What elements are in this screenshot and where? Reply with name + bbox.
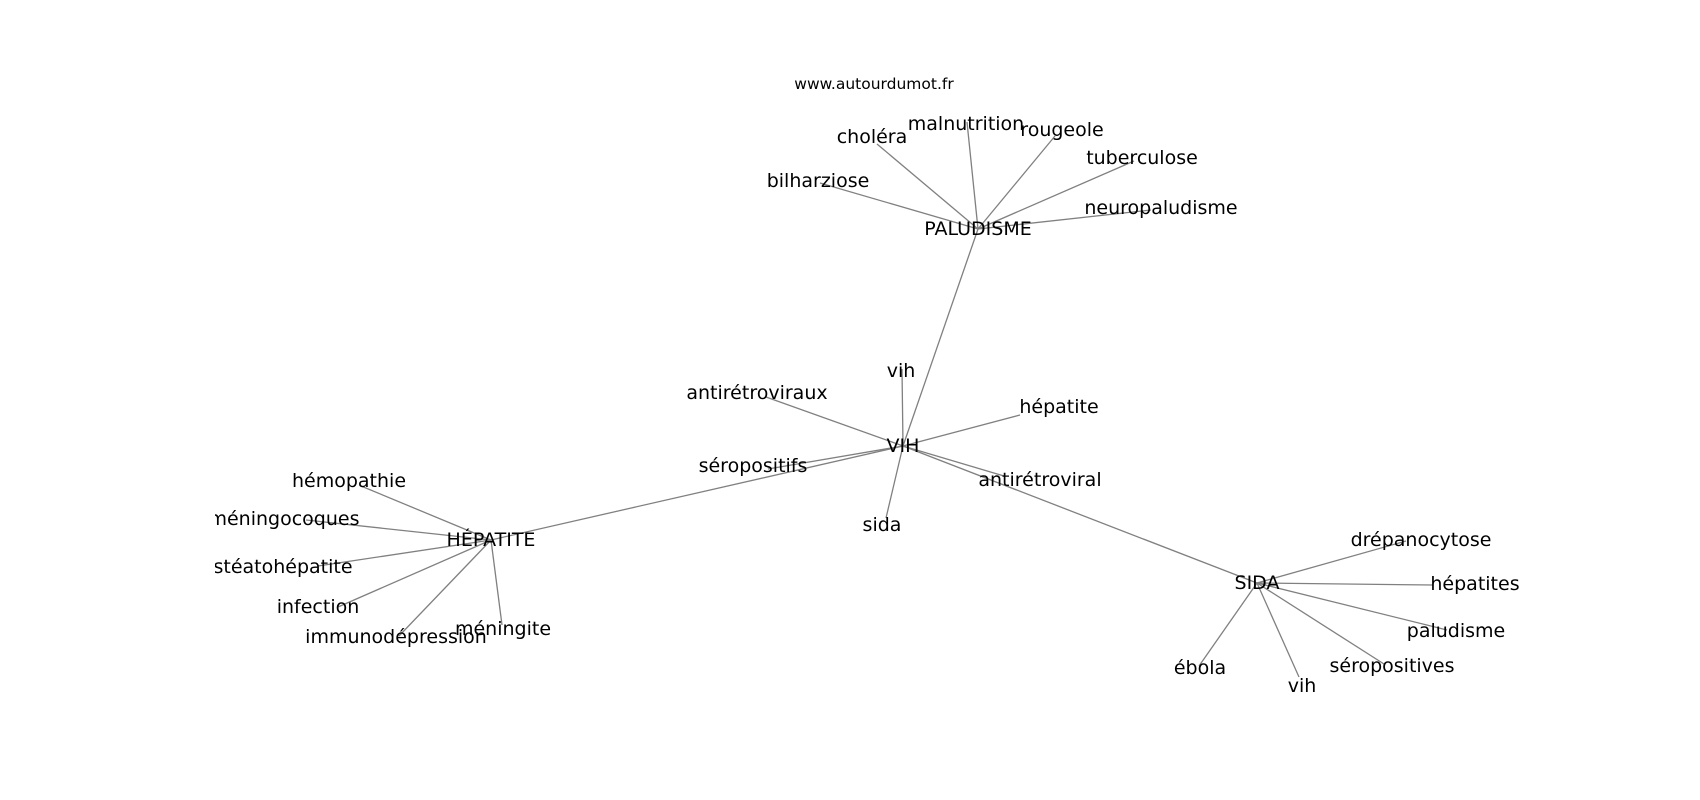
node-vih-sida: sida [863, 514, 902, 536]
edge-paludisme-rougeole [977, 135, 1056, 230]
edge-paludisme-tuberculose [977, 160, 1135, 230]
node-vih-seropositifs: séropositifs [699, 455, 808, 477]
graph-edges [305, 121, 1448, 678]
edge-hepatite-hemopathie [360, 485, 492, 541]
edge-vih-hepatite [490, 445, 904, 541]
edge-vih-antiretroviraux [765, 396, 904, 447]
site-watermark: www.autourdumot.fr [794, 75, 954, 93]
node-sida-seropositives: séropositives [1329, 655, 1454, 677]
node-paludisme-bilharziose: bilharziose [767, 170, 870, 192]
node-sida-ebola: ébola [1174, 657, 1226, 679]
node-hepatite-meningite: méningite [455, 618, 551, 640]
node-vih-hepatite: hépatite [1019, 396, 1098, 418]
node-sida-drepanocytose: drépanocytose [1351, 529, 1492, 551]
node-hepatite-immunodepression: immunodépression [305, 626, 487, 648]
edge-hepatite-immunodepression [398, 539, 492, 637]
edge-hepatite-meningite [490, 539, 503, 626]
edge-vih-antiretroviral [902, 445, 1005, 477]
edge-vih-paludisme [902, 228, 979, 447]
node-sida-paludisme: paludisme [1407, 620, 1505, 642]
node-hepatite-hemopathie: hémopathie [292, 470, 406, 492]
edge-hepatite-meningocoques [305, 519, 492, 541]
node-vih-antiretroviral: antirétroviral [978, 469, 1101, 491]
node-paludisme-cholera: choléra [837, 126, 908, 148]
edge-paludisme-malnutrition [966, 121, 979, 230]
edge-vih-vih [901, 368, 904, 447]
edge-vih-sida [885, 445, 904, 519]
node-paludisme-neuropaludisme: neuropaludisme [1084, 197, 1237, 219]
node-hepatite-steatohepatite: stéatohépatite [213, 556, 352, 578]
edge-sida-seropositives [1256, 582, 1385, 665]
edge-sida-ebola [1198, 582, 1258, 667]
edge-paludisme-bilharziose [819, 182, 979, 230]
edge-sida-vih [1256, 582, 1300, 678]
node-paludisme-tuberculose: tuberculose [1086, 147, 1198, 169]
node-paludisme-malnutrition: malnutrition [908, 113, 1024, 135]
edge-paludisme-neuropaludisme [977, 209, 1152, 230]
edge-hepatite-steatohepatite [317, 539, 492, 567]
edge-vih-hepatite [902, 414, 1021, 447]
node-hepatite-infection: infection [277, 596, 360, 618]
hub-node-vih: VIH [887, 435, 920, 457]
hub-node-sida: SIDA [1235, 572, 1280, 594]
edge-vih-sida [902, 445, 1258, 584]
node-sida-hepatites: hépatites [1430, 573, 1519, 595]
edge-hepatite-infection [337, 539, 492, 608]
node-vih-antiretroviraux: antirétroviraux [686, 382, 827, 404]
node-paludisme-rougeole: rougeole [1020, 119, 1103, 141]
edge-sida-drepanocytose [1256, 540, 1407, 584]
node-vih-vih: vih [887, 360, 916, 382]
edge-sida-hepatites [1256, 582, 1434, 586]
edge-sida-paludisme [1256, 582, 1448, 631]
node-sida-vih: vih [1288, 675, 1317, 697]
node-hepatite-meningocoques: méningocoques [208, 508, 359, 530]
hub-node-hepatite: HÉPATITE [447, 528, 536, 551]
hub-node-paludisme: PALUDISME [924, 218, 1031, 240]
edge-vih-seropositifs [767, 445, 904, 470]
edge-paludisme-cholera [876, 143, 979, 230]
